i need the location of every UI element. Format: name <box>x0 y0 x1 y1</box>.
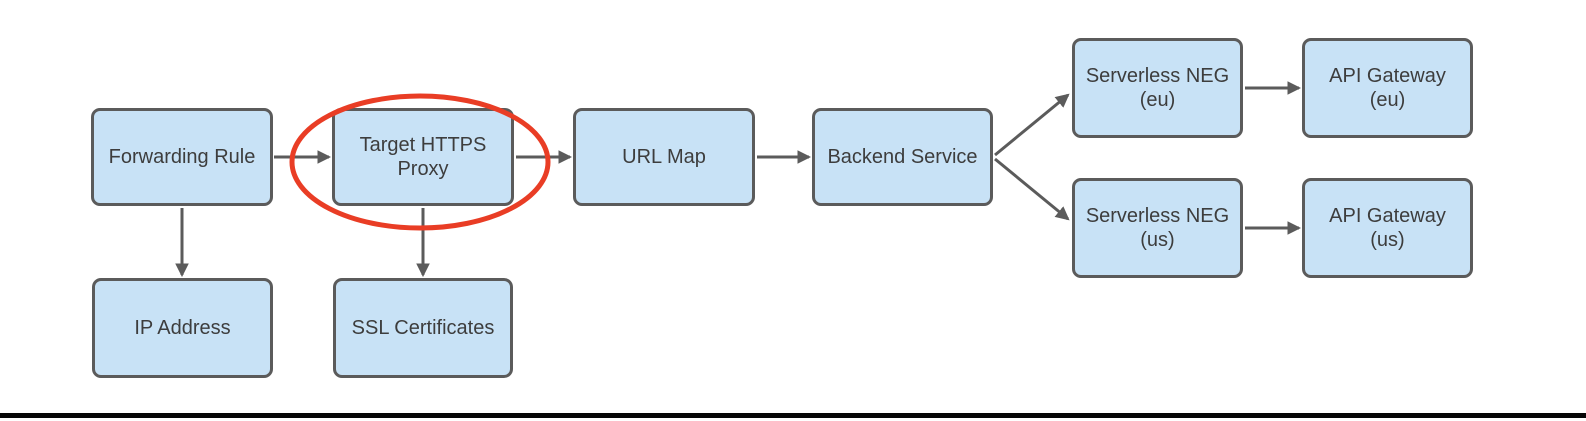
node-label: Serverless NEG <box>1085 65 1230 87</box>
node-label: Backend Service <box>827 146 978 168</box>
bottom-divider-bar <box>0 413 1586 418</box>
node-label: Proxy <box>397 158 449 180</box>
node-label: (eu) <box>1139 89 1176 111</box>
node-ip-address: IP Address <box>92 278 273 378</box>
node-serverless-neg-eu: Serverless NEG (eu) <box>1072 38 1243 138</box>
node-forwarding-rule: Forwarding Rule <box>91 108 273 206</box>
node-label: (us) <box>1370 229 1405 251</box>
arrow-backend-service-to-serverless-neg-eu <box>994 93 1070 157</box>
node-label: (eu) <box>1369 89 1406 111</box>
node-label: Serverless NEG <box>1085 205 1230 227</box>
node-label: (us) <box>1140 229 1175 251</box>
node-label: IP Address <box>134 317 231 339</box>
node-ssl-certificates: SSL Certificates <box>333 278 513 378</box>
node-label: Target HTTPS <box>359 134 487 156</box>
node-target-https-proxy: Target HTTPS Proxy <box>332 108 514 206</box>
arrow-backend-service-to-serverless-neg-us <box>994 157 1070 221</box>
node-api-gateway-eu: API Gateway (eu) <box>1302 38 1473 138</box>
node-label: SSL Certificates <box>351 317 495 339</box>
node-label: API Gateway <box>1329 205 1446 227</box>
node-url-map: URL Map <box>573 108 755 206</box>
node-api-gateway-us: API Gateway (us) <box>1302 178 1473 278</box>
node-label: API Gateway <box>1329 65 1446 87</box>
node-backend-service: Backend Service <box>812 108 993 206</box>
node-serverless-neg-us: Serverless NEG (us) <box>1072 178 1243 278</box>
node-label: Forwarding Rule <box>108 146 256 168</box>
node-label: URL Map <box>622 146 706 168</box>
